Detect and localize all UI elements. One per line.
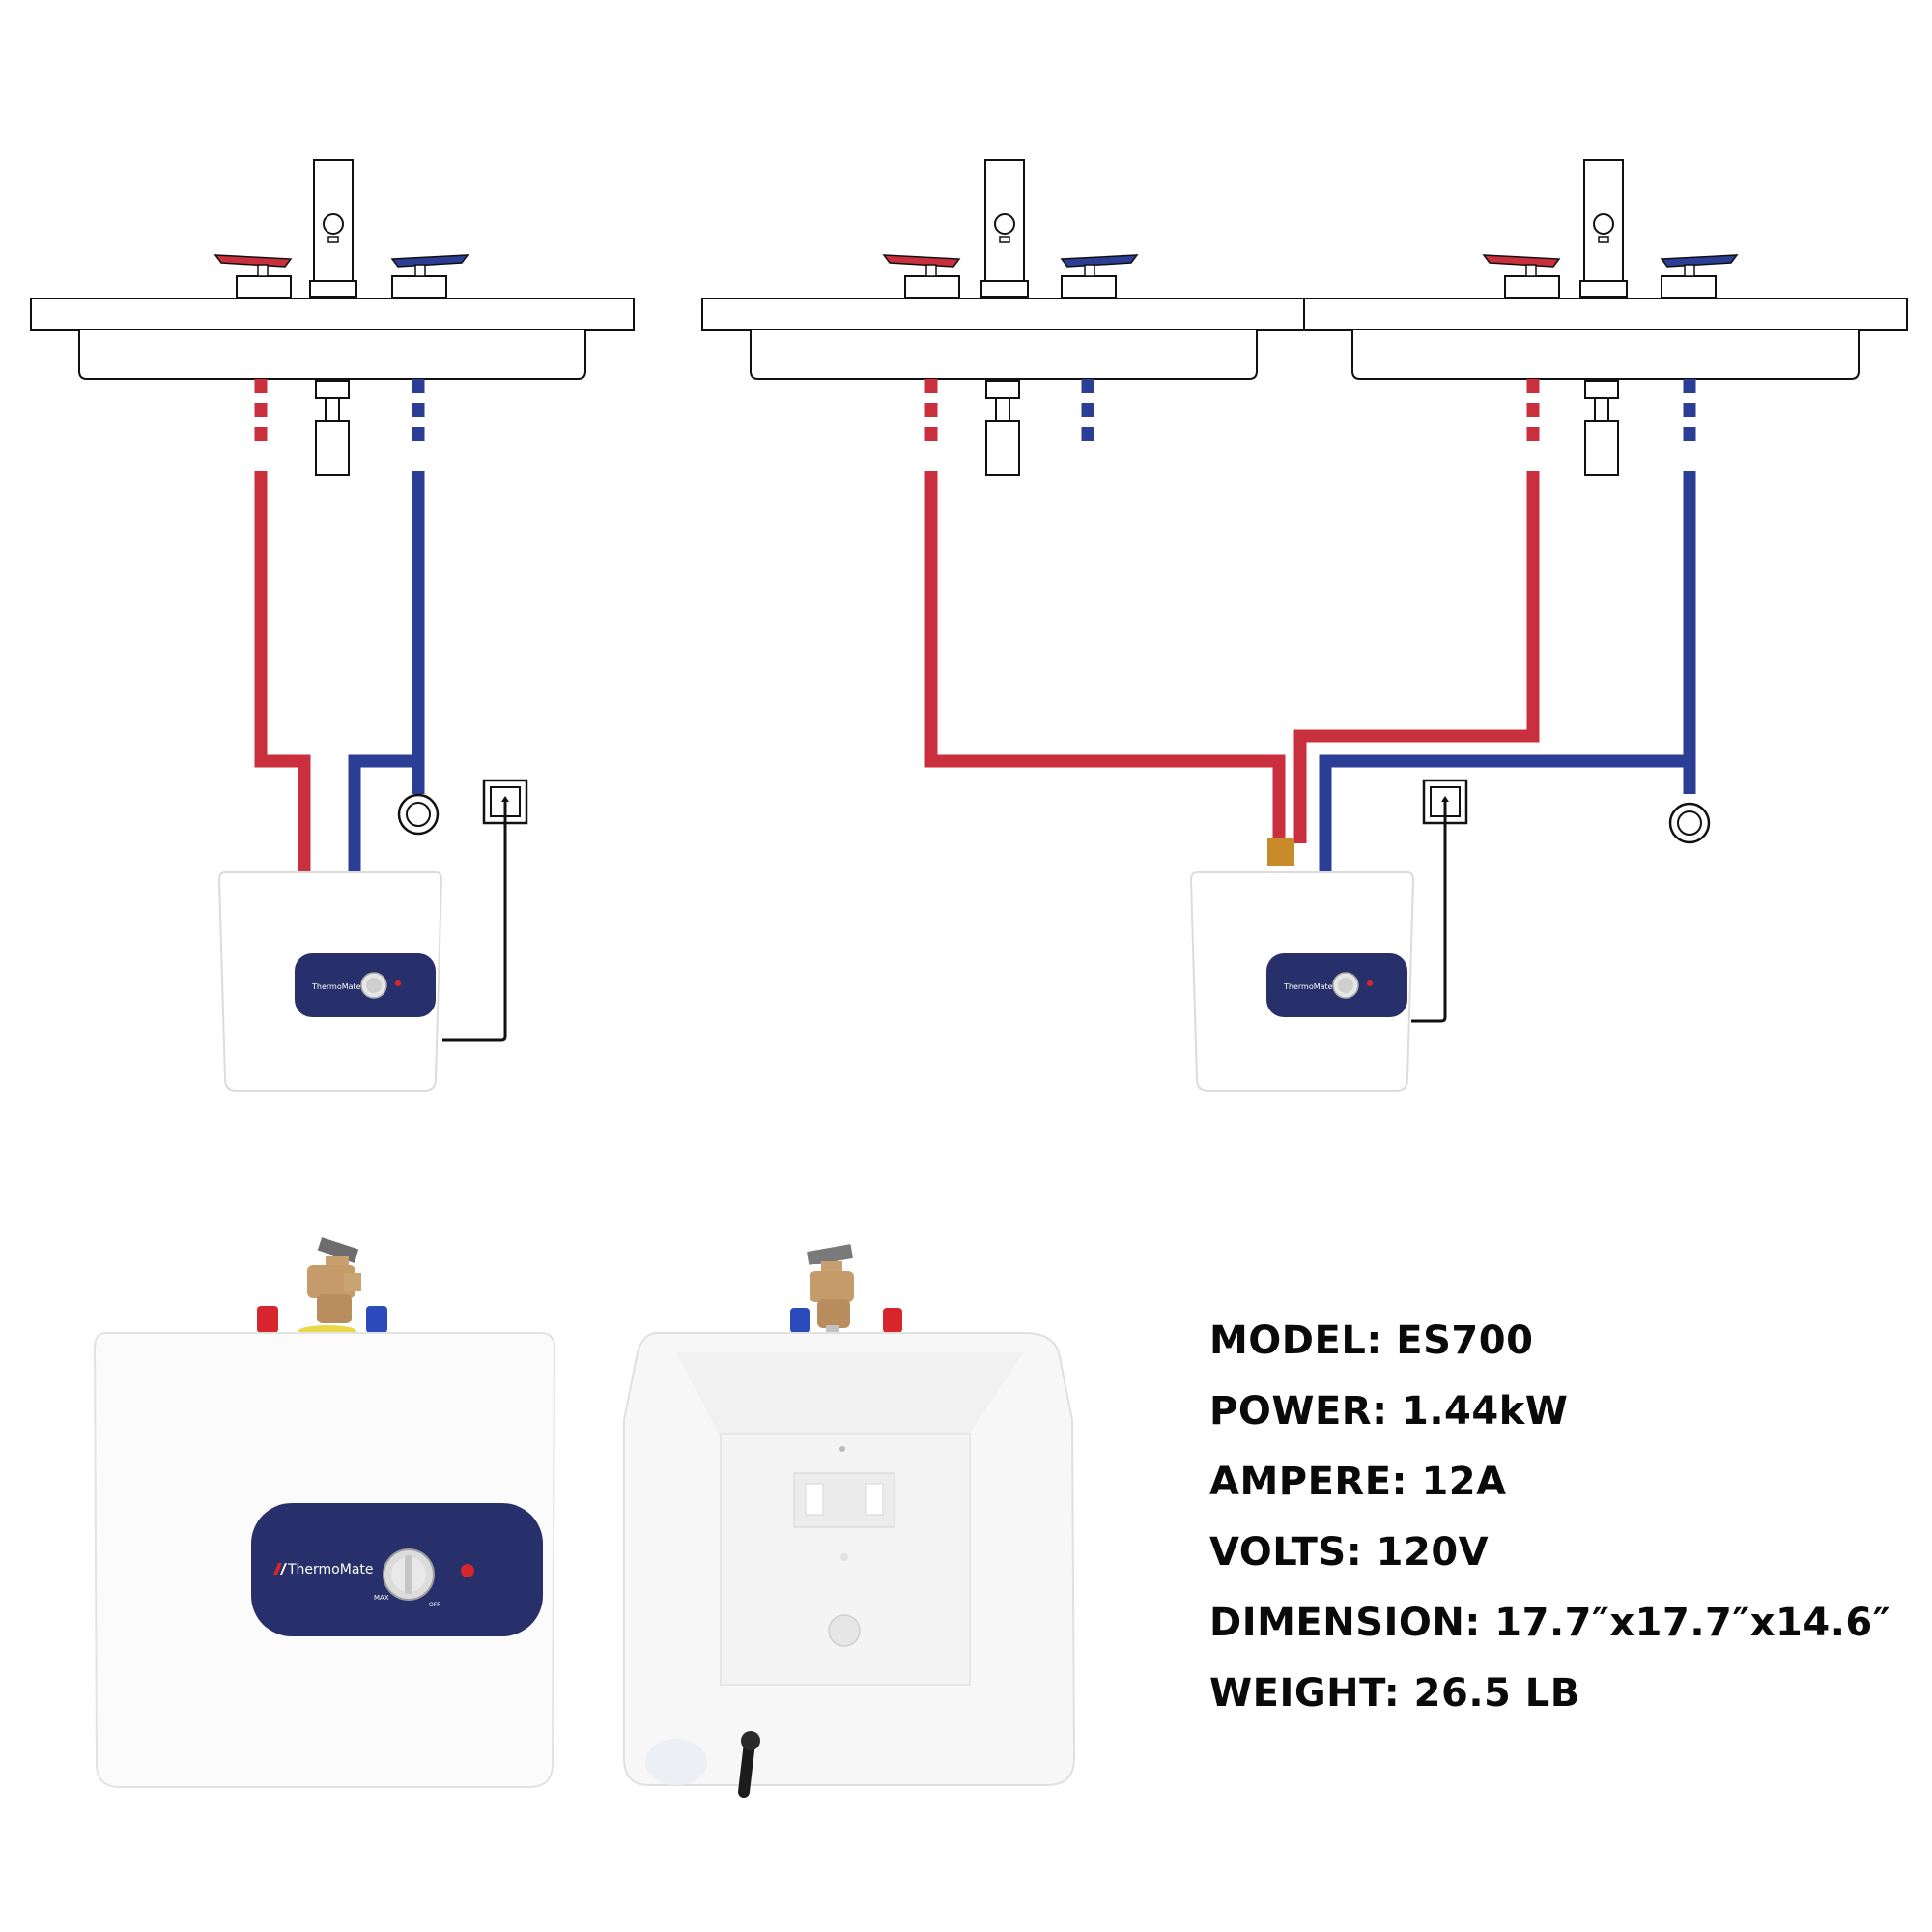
cold-water-line [1081, 379, 1696, 874]
spec-value: 17.7″x17.7″x14.6″ [1494, 1601, 1891, 1645]
relief-valve-icon [807, 1244, 854, 1337]
spec-ampere: AMPERE: 12A [1209, 1460, 1905, 1530]
heater-back-view [623, 1244, 1076, 1798]
power-cord [1411, 802, 1447, 1023]
indicator-light [461, 1564, 474, 1577]
hot-inlet-cap [257, 1306, 278, 1333]
dial-off-label: OFF [429, 1602, 440, 1608]
hot-water-line [924, 379, 1540, 843]
spec-label: AMPERE: [1209, 1460, 1408, 1504]
countertop [30, 298, 635, 331]
spec-value: 120V [1376, 1530, 1490, 1575]
drain-pipe-icon [985, 380, 1020, 476]
spec-volts: VOLTS: 120V [1209, 1530, 1905, 1601]
double-sink-diagram [701, 159, 1908, 1092]
spec-power: POWER: 1.44kW [1209, 1389, 1905, 1460]
power-cord [738, 1737, 755, 1798]
spec-label: POWER: [1209, 1389, 1388, 1434]
cold-inlet-cap [366, 1306, 387, 1333]
water-heater-unit [218, 871, 442, 1092]
spec-model: MODEL: ES700 [1209, 1319, 1905, 1389]
spec-label: MODEL: [1209, 1319, 1382, 1363]
faucet-icon [980, 159, 1029, 298]
dial-max-label: MAX [374, 1594, 389, 1602]
countertop [1303, 298, 1908, 331]
hot-handle-icon [1483, 254, 1560, 298]
heater-front-view: ThermoMate MAX OFF [93, 1237, 556, 1788]
spec-value: 1.44kW [1402, 1389, 1569, 1434]
power-cord [442, 802, 507, 1042]
cold-handle-icon [391, 254, 469, 298]
brand-logo: ThermoMate [287, 1562, 374, 1577]
spec-value: ES700 [1396, 1319, 1534, 1363]
tee-fitting [1267, 838, 1294, 866]
hot-handle-icon [214, 254, 292, 298]
relief-valve-icon [307, 1237, 361, 1323]
spec-list: MODEL: ES700 POWER: 1.44kW AMPERE: 12A V… [1209, 1319, 1905, 1742]
spec-weight: WEIGHT: 26.5 LB [1209, 1671, 1905, 1742]
cold-handle-icon [1661, 254, 1738, 298]
shutoff-valve-icon [1668, 802, 1711, 844]
countertop [701, 298, 1306, 331]
hot-water-line [254, 379, 311, 874]
faucet-icon [1579, 159, 1628, 298]
shutoff-valve-icon [397, 793, 440, 836]
spec-value: 26.5 LB [1413, 1671, 1580, 1716]
hot-handle-icon [883, 254, 960, 298]
water-heater-unit [1190, 871, 1414, 1092]
sink-basin [1351, 330, 1860, 380]
spec-value: 12A [1421, 1460, 1507, 1504]
hot-inlet-cap [883, 1308, 902, 1333]
faucet-icon [309, 159, 357, 298]
drain-pipe-icon [315, 380, 350, 476]
spec-label: DIMENSION: [1209, 1601, 1481, 1645]
spec-label: WEIGHT: [1209, 1671, 1401, 1716]
cold-water-line [348, 379, 425, 874]
cold-handle-icon [1061, 254, 1138, 298]
spec-dimension: DIMENSION: 17.7″x17.7″x14.6″ [1209, 1601, 1905, 1671]
spec-label: VOLTS: [1209, 1530, 1363, 1575]
sink-basin [78, 330, 586, 380]
single-sink-diagram [30, 159, 635, 1092]
drain-pipe-icon [1584, 380, 1619, 476]
cold-inlet-cap [790, 1308, 810, 1333]
sink-basin [750, 330, 1258, 380]
access-plug [828, 1614, 861, 1647]
